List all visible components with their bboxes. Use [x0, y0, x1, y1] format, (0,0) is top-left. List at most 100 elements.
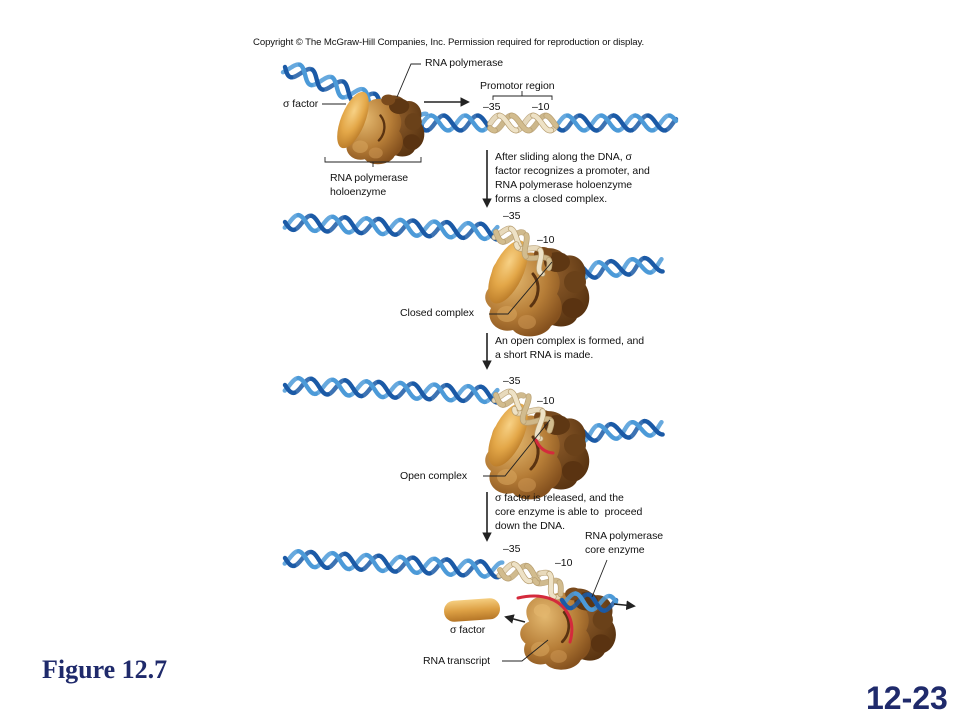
promoter-dna — [487, 112, 559, 134]
dna-layer-front — [491, 388, 555, 442]
dna-strand — [343, 215, 364, 236]
dna-strand — [497, 113, 519, 133]
dna-strand — [593, 258, 614, 280]
dna-strand — [309, 213, 331, 234]
dna-strand — [313, 550, 336, 570]
dna-strand — [466, 558, 487, 579]
dna-strand — [616, 113, 638, 133]
arrows — [424, 97, 636, 624]
leader-line — [396, 63, 421, 98]
leader-line — [489, 261, 553, 315]
dna-strand — [325, 378, 348, 397]
dna-double-helix — [282, 212, 500, 242]
dna-strand — [296, 375, 319, 397]
dna-strand — [466, 383, 488, 405]
dna-strand — [461, 384, 483, 404]
dna-strand — [359, 216, 382, 236]
dna-strand — [359, 379, 382, 399]
holoenzyme-label-line: RNA polymerase — [330, 172, 409, 184]
rna-polymerase-label: RNA polymerase — [425, 57, 504, 69]
dna-strand — [411, 381, 432, 402]
dna-layer-front — [496, 561, 619, 613]
dna-layer-back — [282, 375, 665, 446]
dna-strand — [427, 219, 450, 239]
dna-strand — [577, 113, 599, 133]
released-sigma-factor-label: σ factor — [450, 624, 486, 636]
step-caption-line: forms a closed complex. — [495, 193, 608, 205]
dna-strand — [497, 567, 511, 581]
open-complex-panel — [282, 375, 665, 501]
minus10-label: –10 — [555, 557, 573, 569]
dna-strand — [611, 113, 634, 133]
dna-strand — [546, 257, 552, 271]
rna-transcript — [516, 594, 574, 644]
arrow-left — [504, 614, 526, 624]
dna-strand — [596, 260, 620, 278]
dna-strand — [432, 382, 454, 403]
dna-strand — [331, 551, 352, 572]
dna-strand — [536, 247, 544, 275]
dna-strand — [534, 408, 546, 440]
dna-strand — [615, 419, 635, 441]
dna-strand — [630, 256, 653, 275]
dna-strand — [487, 125, 497, 133]
step-caption-line: factor recognizes a promoter, and — [495, 165, 650, 177]
dna-strand — [573, 591, 595, 612]
dna-strand — [411, 555, 432, 576]
dna-strand — [565, 113, 587, 133]
dna-strand — [615, 256, 635, 278]
dna-strand — [442, 113, 464, 133]
open-complex-label: Open complex — [400, 470, 468, 482]
minus10-label: –10 — [532, 101, 550, 113]
dna-strand — [297, 62, 314, 88]
leader-lines — [322, 63, 608, 662]
dna-strand — [411, 218, 432, 239]
copyright-notice: Copyright © The McGraw-Hill Companies, I… — [253, 37, 645, 48]
holoenzyme-bracket — [324, 157, 422, 167]
dna-strand — [461, 221, 483, 241]
step-caption-line: a short RNA is made. — [495, 349, 594, 361]
sigma-factor — [488, 240, 528, 304]
dna-strand — [347, 216, 370, 235]
promoter-region-label: Promotor region — [480, 80, 555, 92]
dna-strand — [415, 382, 438, 401]
dna-strand — [343, 378, 364, 399]
dna-strand — [466, 220, 488, 242]
minus35-label: –35 — [483, 101, 501, 113]
dna-strand — [509, 113, 532, 133]
dna-strand — [448, 558, 471, 577]
dna-strand — [493, 392, 506, 408]
dna-layer-back — [282, 549, 505, 580]
dna-strand — [512, 406, 518, 415]
sigma-factor — [337, 91, 369, 149]
step-caption-line: After sliding along the DNA, σ — [495, 151, 632, 163]
figure-label: Figure 12.7 — [42, 655, 168, 684]
dna-strand — [559, 597, 574, 611]
leader-line — [483, 419, 551, 477]
arrow-right — [613, 600, 636, 611]
dna-strand — [364, 379, 386, 400]
dna-strand — [493, 229, 506, 245]
dna-strand — [459, 113, 481, 133]
dna-strand — [427, 557, 450, 576]
promoter-dna-minus10 — [531, 569, 564, 601]
dna-strand — [364, 552, 386, 574]
dna-strand — [309, 74, 335, 88]
dna-strand — [626, 418, 647, 440]
dna-strand — [608, 421, 632, 440]
dna-strand — [296, 549, 318, 570]
dna-strand — [492, 113, 514, 133]
dna-strand — [522, 232, 529, 259]
dna-strand — [593, 421, 614, 443]
core-enzyme-label-line: core enzyme — [585, 544, 645, 556]
dna-strand — [667, 113, 679, 124]
closed-complex-panel — [282, 212, 665, 338]
dna-strand — [651, 113, 673, 133]
dna-strand — [594, 113, 616, 133]
dna-strand — [376, 379, 399, 400]
promoter-dna-minus10 — [513, 232, 553, 277]
dna-strand — [460, 559, 483, 578]
dna-strand — [520, 394, 531, 424]
